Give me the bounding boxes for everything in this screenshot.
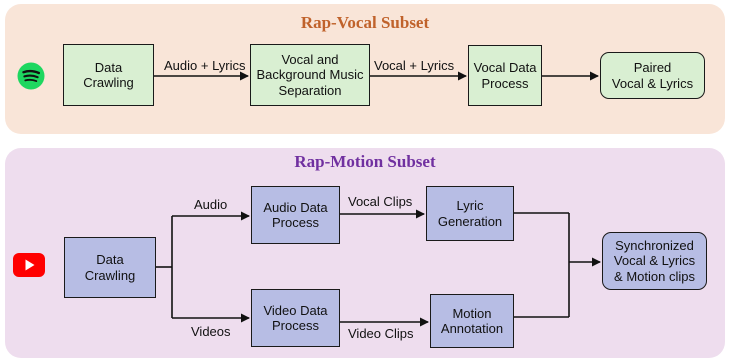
label-videos: Videos [191,324,231,339]
vocal-data-crawling-box: Data Crawling [63,44,154,106]
label-video-clips: Video Clips [348,326,414,341]
vocal-data-process-box: Vocal Data Process [468,45,542,106]
paired-output-box: Paired Vocal & Lyrics [600,52,705,99]
spotify-icon [17,62,45,95]
youtube-icon [13,253,45,282]
synchronized-output-box: Synchronized Vocal & Lyrics & Motion cli… [602,232,707,290]
rap-motion-title: Rap-Motion Subset [294,152,436,171]
video-data-process-box: Video Data Process [251,289,340,347]
label-vocal-lyrics: Vocal + Lyrics [374,58,455,73]
motion-data-crawling-box: Data Crawling [64,237,156,298]
label-vocal-clips: Vocal Clips [348,194,413,209]
label-audio-lyrics: Audio + Lyrics [164,58,246,73]
lyric-generation-box: Lyric Generation [426,186,514,241]
separation-box: Vocal and Background Music Separation [250,44,370,106]
audio-data-process-box: Audio Data Process [251,186,340,244]
label-audio: Audio [194,197,228,212]
rap-vocal-title: Rap-Vocal Subset [300,13,430,32]
motion-annotation-box: Motion Annotation [430,294,514,348]
